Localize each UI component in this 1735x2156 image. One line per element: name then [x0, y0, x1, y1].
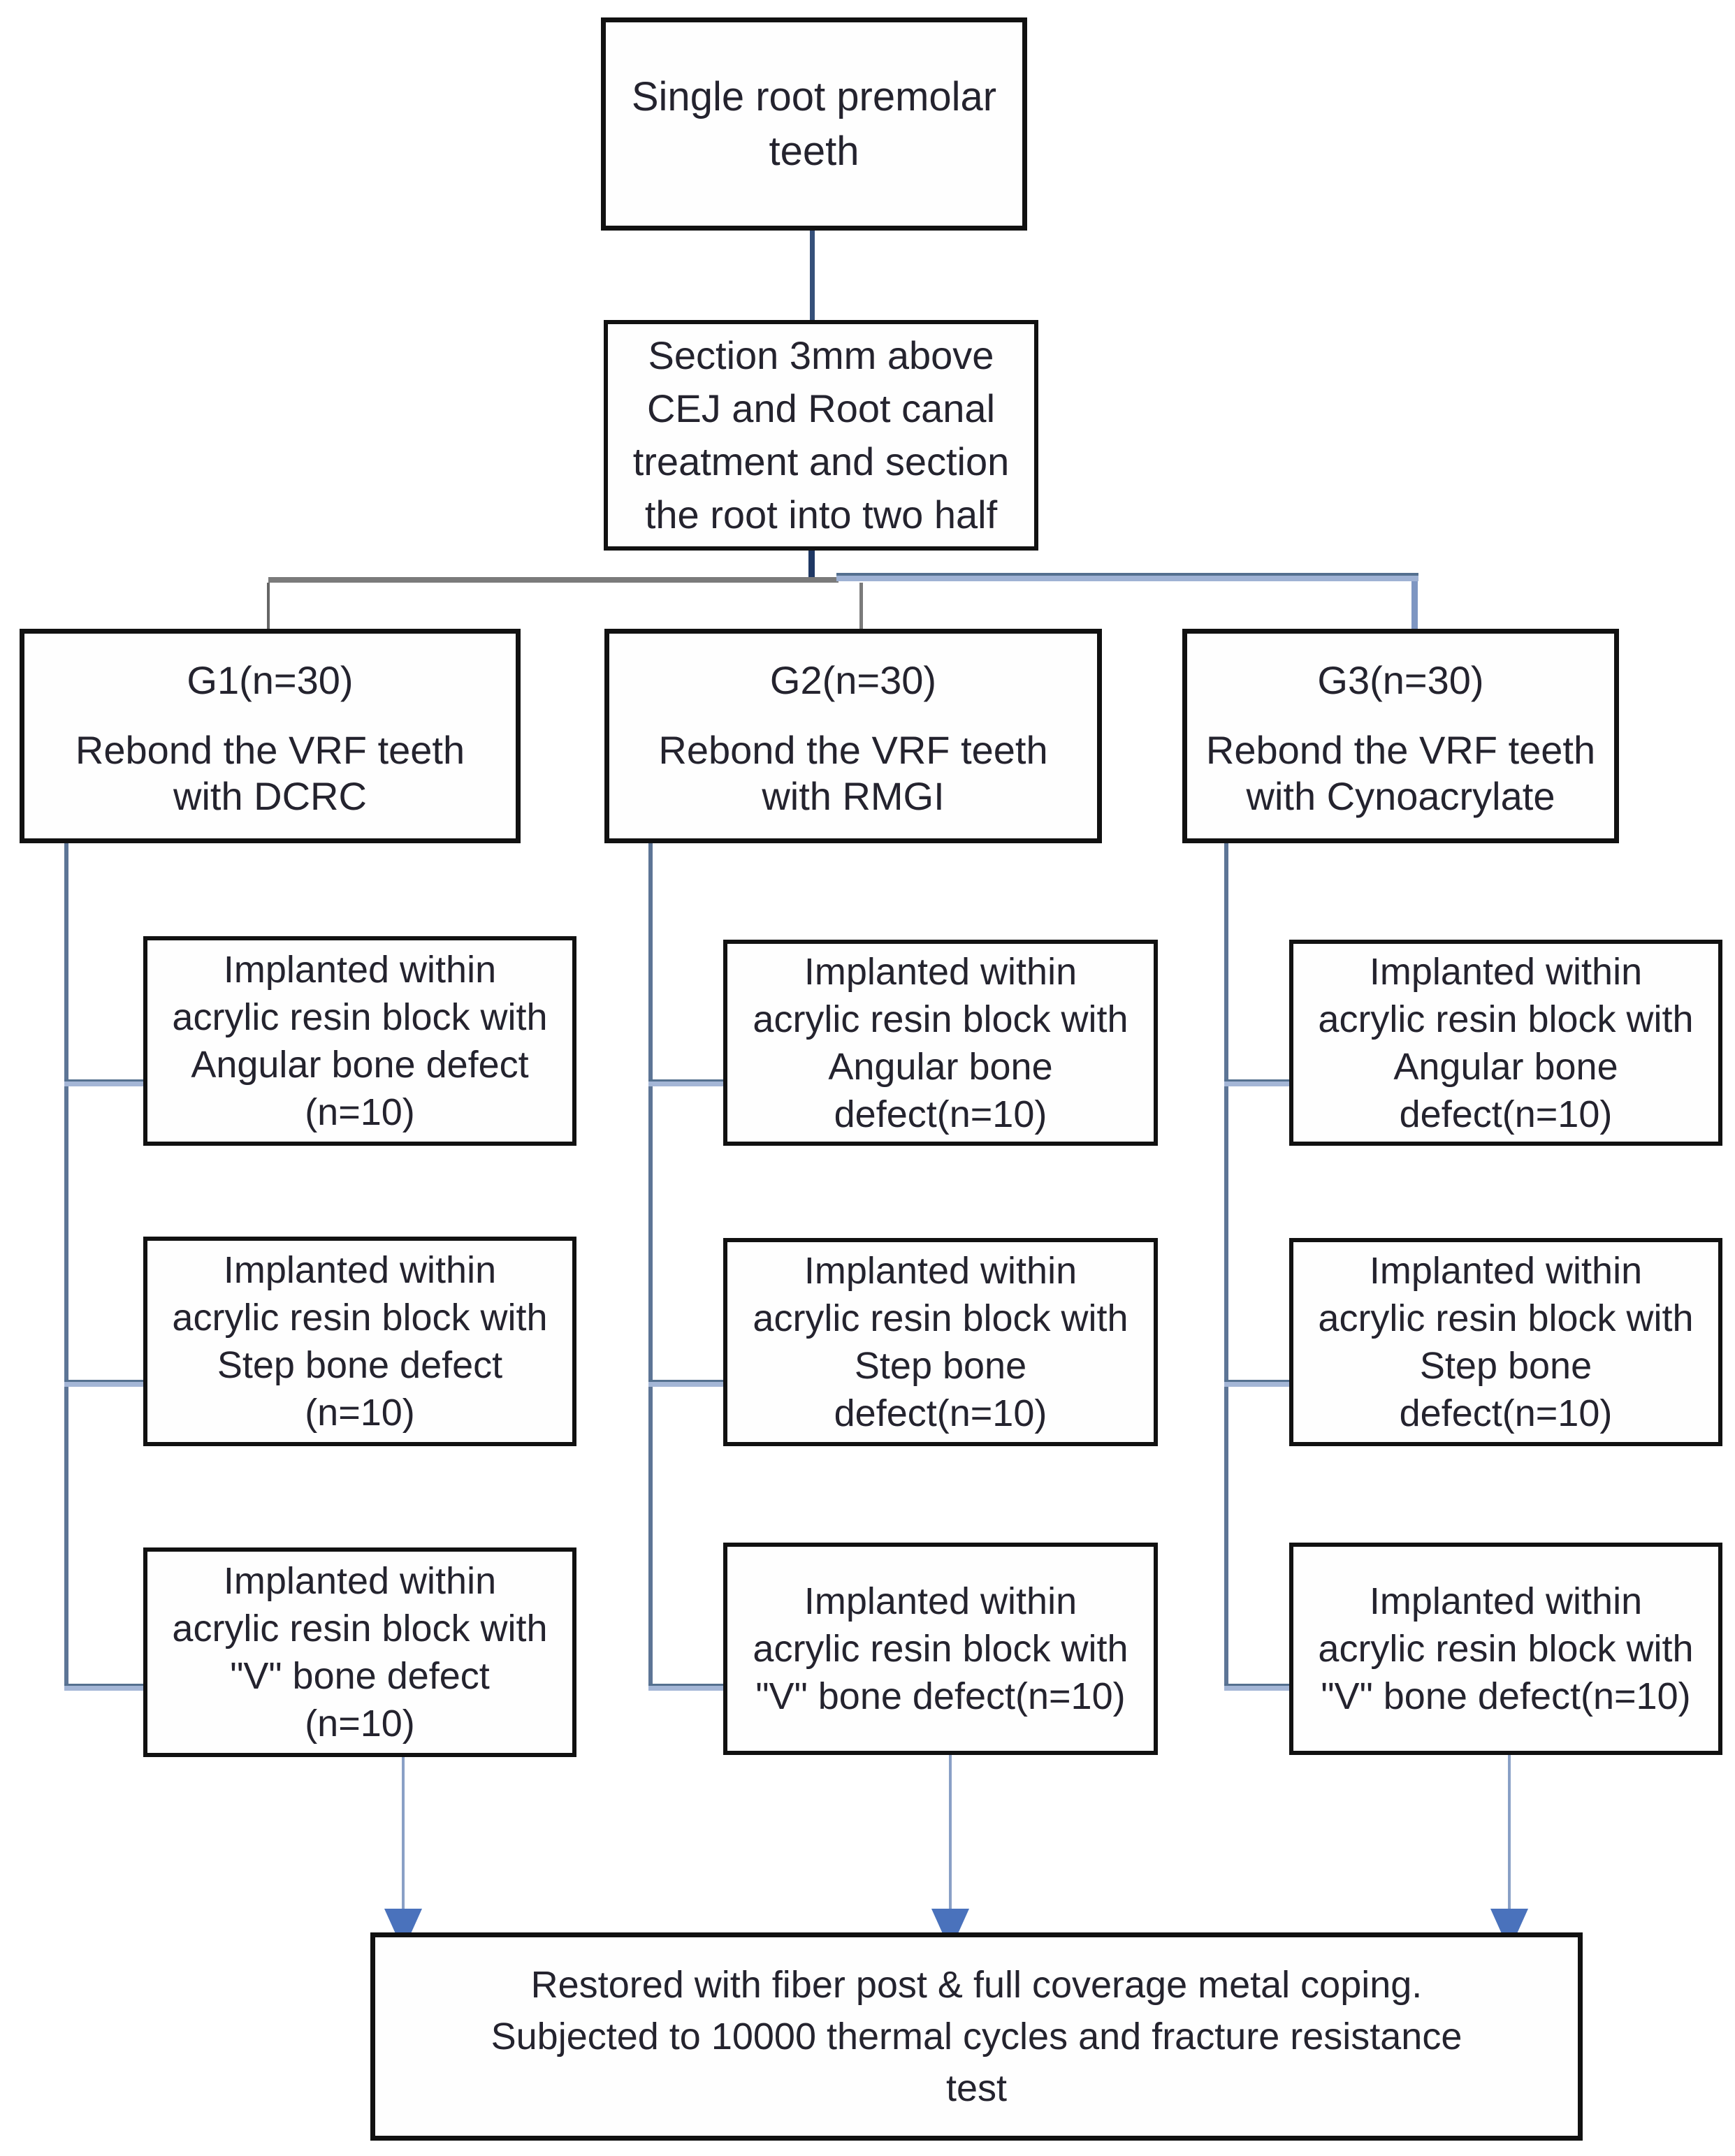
node-g2-step-defect: Implanted within acrylic resin block wit…	[723, 1238, 1158, 1446]
node-text: Restored with fiber post & full coverage…	[491, 1964, 1462, 2109]
branch-line-right	[836, 573, 1418, 581]
trunk-g3	[1224, 843, 1228, 1691]
arrow-shaft-g1	[402, 1757, 405, 1912]
node-g2-angular-defect: Implanted within acrylic resin block wit…	[723, 940, 1158, 1146]
arrow-shaft-g3	[1508, 1755, 1511, 1912]
group-description: Rebond the VRF teeth with RMGI	[658, 728, 1048, 818]
node-section-and-root-canal: Section 3mm above CEJ and Root canal tre…	[604, 320, 1038, 551]
group-heading: G3(n=30)	[1317, 658, 1484, 702]
node-group-g1: G1(n=30) Rebond the VRF teeth with DCRC	[20, 629, 521, 843]
connector-top-to-section	[810, 231, 815, 320]
connector-section-to-branch	[808, 551, 815, 583]
trunk-g2	[648, 843, 653, 1691]
stub-g1-angular	[64, 1079, 143, 1086]
node-group-g3: G3(n=30) Rebond the VRF teeth with Cynoa…	[1182, 629, 1619, 843]
node-text: Implanted within acrylic resin block wit…	[172, 1249, 548, 1434]
node-g1-step-defect: Implanted within acrylic resin block wit…	[143, 1237, 576, 1446]
node-g1-v-defect: Implanted within acrylic resin block wit…	[143, 1547, 576, 1757]
group-description: Rebond the VRF teeth with Cynoacrylate	[1205, 728, 1596, 818]
stub-g1-v	[64, 1684, 143, 1691]
stub-g3-angular	[1224, 1079, 1289, 1086]
node-single-root-premolar-teeth: Single root premolar teeth	[601, 17, 1027, 231]
group-heading: G1(n=30)	[187, 658, 354, 702]
arrow-shaft-g2	[949, 1755, 952, 1912]
node-text: Implanted within acrylic resin block wit…	[1318, 1580, 1694, 1717]
stub-g1-step	[64, 1380, 143, 1387]
node-final-restoration-test: Restored with fiber post & full coverage…	[370, 1932, 1583, 2141]
stub-g2-angular	[648, 1079, 723, 1086]
drop-to-g3	[1411, 581, 1418, 630]
stub-g2-v	[648, 1684, 723, 1691]
stub-g3-step	[1224, 1380, 1289, 1387]
node-g3-v-defect: Implanted within acrylic resin block wit…	[1289, 1543, 1722, 1755]
node-text: Implanted within acrylic resin block wit…	[172, 949, 548, 1133]
node-text: Implanted within acrylic resin block wit…	[753, 1250, 1128, 1434]
node-text: Implanted within acrylic resin block wit…	[172, 1560, 548, 1745]
stub-g3-v	[1224, 1684, 1289, 1691]
node-g2-v-defect: Implanted within acrylic resin block wit…	[723, 1543, 1158, 1755]
node-text: Section 3mm above CEJ and Root canal tre…	[632, 333, 1010, 537]
drop-to-g2	[859, 583, 863, 630]
node-text: Implanted within acrylic resin block wit…	[753, 950, 1128, 1135]
branch-line-left	[268, 577, 839, 583]
node-group-g2: G2(n=30) Rebond the VRF teeth with RMGI	[604, 629, 1102, 843]
node-text: Implanted within acrylic resin block wit…	[1318, 1250, 1694, 1434]
group-description: Rebond the VRF teeth with DCRC	[75, 728, 465, 818]
stub-g2-step	[648, 1380, 723, 1387]
node-text: Implanted within acrylic resin block wit…	[753, 1580, 1128, 1717]
node-g1-angular-defect: Implanted within acrylic resin block wit…	[143, 936, 576, 1146]
node-text: Implanted within acrylic resin block wit…	[1318, 950, 1694, 1135]
node-g3-angular-defect: Implanted within acrylic resin block wit…	[1289, 940, 1722, 1146]
drop-to-g1	[267, 583, 270, 630]
node-g3-step-defect: Implanted within acrylic resin block wit…	[1289, 1238, 1722, 1446]
node-text: Single root premolar teeth	[631, 73, 997, 174]
trunk-g1	[64, 843, 68, 1691]
group-heading: G2(n=30)	[769, 658, 937, 702]
